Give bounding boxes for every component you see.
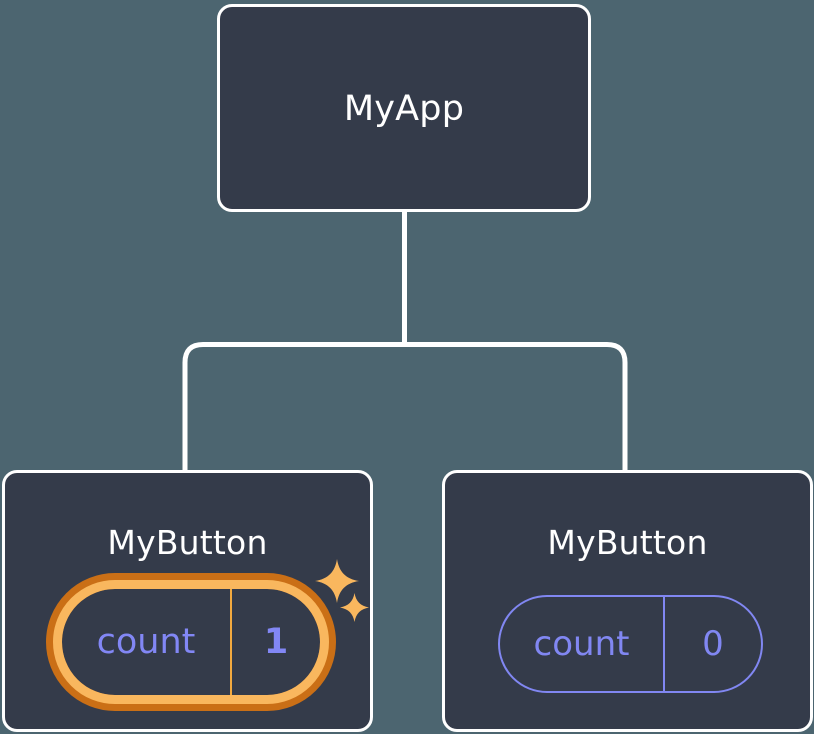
node-title: MyButton [107, 523, 268, 562]
state-key-label: count [533, 624, 630, 664]
edge-bus-right [404, 342, 628, 470]
state-key-label: count [96, 622, 196, 662]
state-pill-idle[interactable]: count 0 [498, 595, 763, 693]
state-pill-active[interactable]: count 1 [53, 580, 329, 704]
state-value-label: 0 [663, 597, 761, 691]
tree-node-mybutton-active[interactable]: MyButton count 1 [2, 470, 373, 732]
tree-node-mybutton-idle[interactable]: MyButton count 0 [442, 470, 813, 732]
edge-bus-left [182, 342, 405, 470]
node-title: MyButton [547, 523, 708, 562]
node-title: MyApp [343, 89, 465, 129]
tree-node-myapp[interactable]: MyApp [217, 4, 591, 212]
state-value-label: 1 [230, 589, 320, 695]
